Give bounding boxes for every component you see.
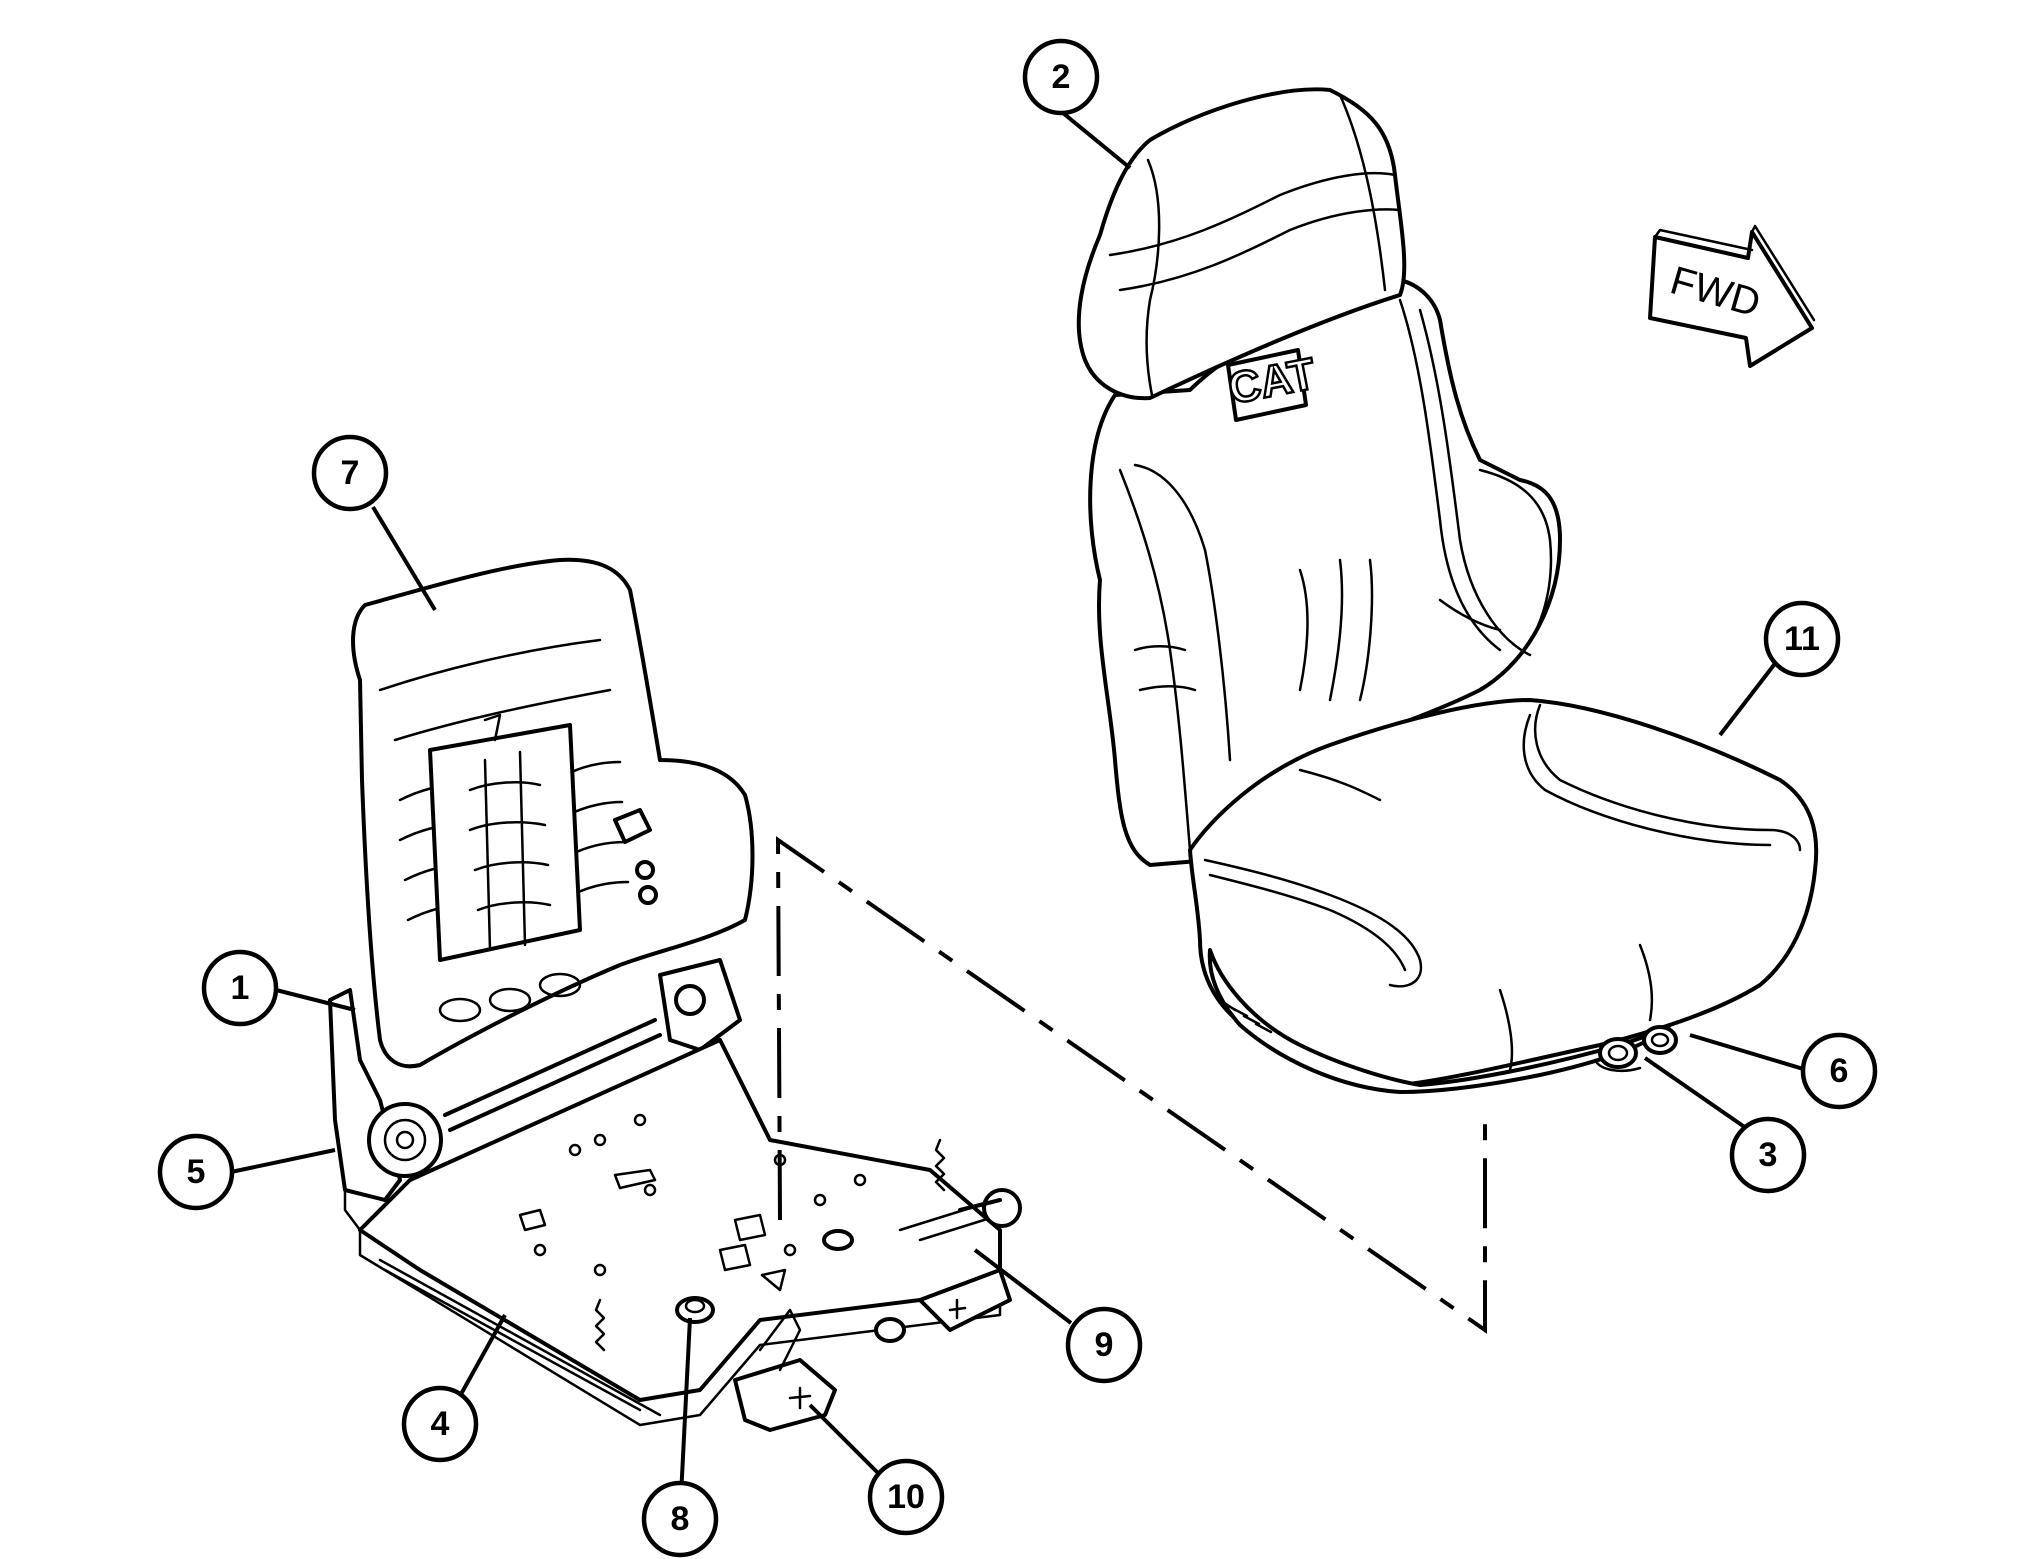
callout-6: 6 (1800, 1032, 1878, 1110)
callout-7: 7 (311, 434, 389, 512)
lumbar-support-panel (428, 723, 582, 962)
callout-8-number: 8 (671, 1500, 690, 1538)
callout-1: 1 (201, 949, 279, 1027)
callout-10: 10 (867, 1458, 945, 1536)
callout-4-number: 4 (431, 1405, 450, 1443)
tension-springs (594, 1138, 946, 1352)
callout-9-number: 9 (1095, 1326, 1114, 1364)
latch-lever (918, 1268, 1012, 1332)
slide-rail (378, 1258, 662, 1417)
callout-4: 4 (401, 1385, 479, 1463)
callout-7-number: 7 (341, 454, 360, 492)
callout-5: 5 (157, 1133, 235, 1211)
assembly-dash-line (775, 836, 1487, 1334)
callout-5-number: 5 (187, 1153, 206, 1191)
mounting-bolt (675, 1296, 715, 1324)
callout-2-number: 2 (1052, 58, 1071, 96)
callout-8: 8 (641, 1480, 719, 1558)
callout-3-number: 3 (1759, 1136, 1778, 1174)
seat-frame-assembly (328, 557, 1022, 1432)
seat-base-pan (358, 1038, 1002, 1402)
callout-2: 2 (1022, 38, 1100, 116)
callout-10-number: 10 (887, 1478, 925, 1516)
fore-aft-release-handle (733, 1358, 837, 1432)
upholstered-seat: CAT (1076, 87, 1819, 1094)
callout-3: 3 (1729, 1116, 1807, 1194)
callout-9: 9 (1065, 1306, 1143, 1384)
seat-cushion-base (1207, 948, 1672, 1094)
callout-1-number: 1 (231, 969, 250, 1007)
leader-lines (230, 111, 1811, 1517)
callout-11: 11 (1763, 600, 1841, 678)
headrest (1076, 87, 1407, 401)
callout-6-number: 6 (1830, 1052, 1849, 1090)
callout-11-number: 11 (1784, 620, 1820, 658)
seat-adjustment-knobs (1593, 1025, 1678, 1072)
forward-direction-arrow: FWD (1648, 224, 1816, 368)
seat-back-cushion (1088, 278, 1562, 867)
